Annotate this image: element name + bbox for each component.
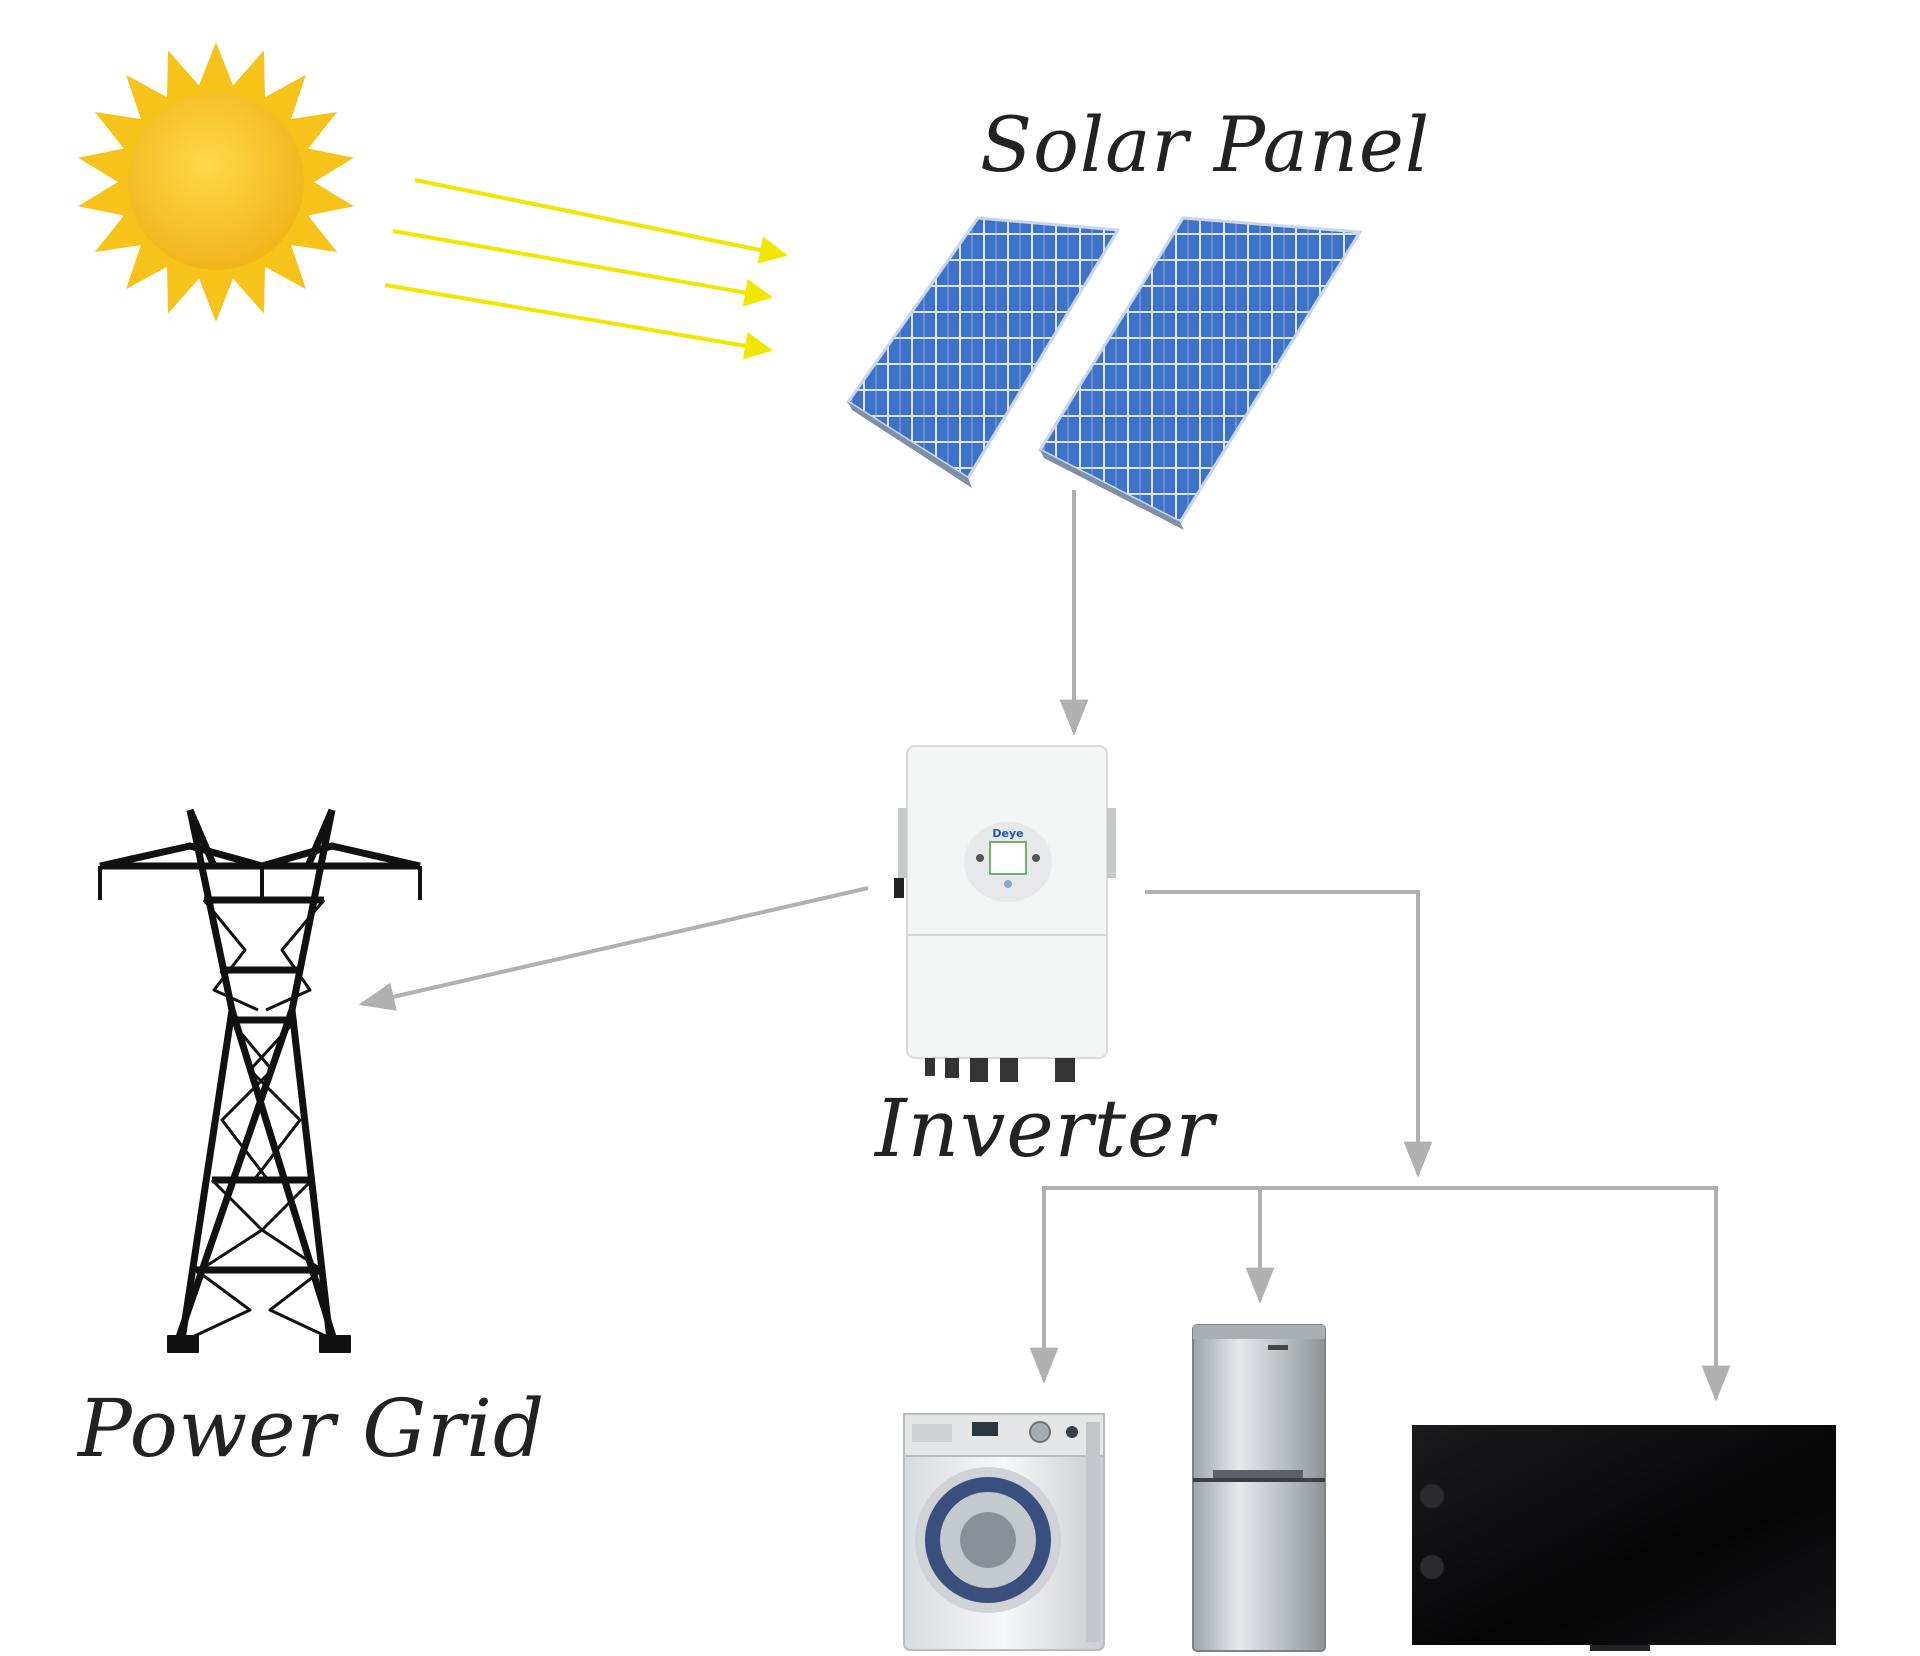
television-icon <box>1412 1425 1836 1651</box>
inverter-logo: Deye <box>992 827 1023 840</box>
power-flow-arrows <box>358 490 1731 1402</box>
washing-machine-icon <box>903 1413 1105 1651</box>
inverter-icon: Deye <box>894 745 1116 1082</box>
inverter-to-grid-arrow <box>358 886 869 1011</box>
inverter-to-loads-line <box>1145 890 1433 1178</box>
power-grid-label: Power Grid <box>78 1382 546 1475</box>
solar-panel-icon <box>845 216 1363 530</box>
sunlight-arrows <box>384 178 788 360</box>
inverter-label: Inverter <box>875 1082 1215 1175</box>
refrigerator-icon <box>1192 1324 1326 1652</box>
solar-panel-label: Solar Panel <box>980 100 1431 189</box>
sun-icon <box>78 42 354 322</box>
power-tower-icon <box>98 808 422 1353</box>
